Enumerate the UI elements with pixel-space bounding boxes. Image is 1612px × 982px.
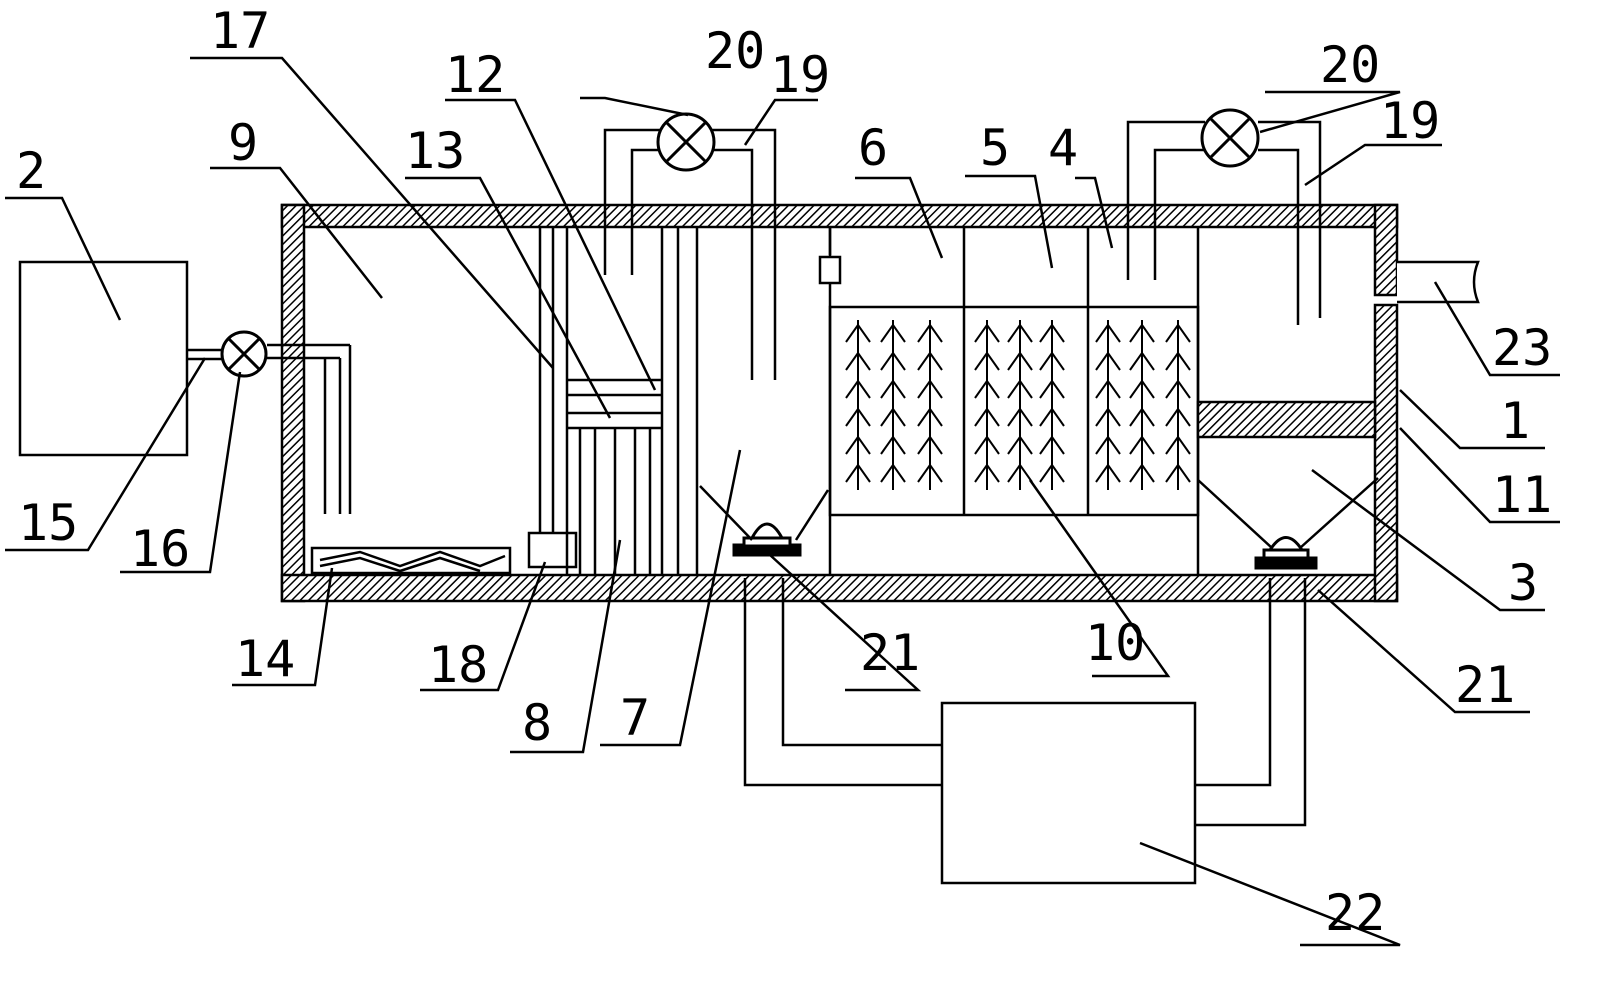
- label-14: 14: [235, 630, 295, 688]
- label-12: 12: [445, 46, 505, 104]
- leader-lines: [5, 56, 1560, 947]
- main-tank: [280, 203, 1399, 603]
- label-21b: 21: [1455, 656, 1515, 714]
- label-8: 8: [522, 694, 552, 752]
- label-2: 2: [16, 142, 46, 200]
- label-18: 18: [428, 636, 488, 694]
- bottom-heater: [310, 546, 512, 575]
- label-1: 1: [1500, 392, 1530, 450]
- inlet-valve-icon: [220, 330, 268, 378]
- label-16: 16: [130, 520, 190, 578]
- label-22: 22: [1325, 884, 1385, 942]
- label-7: 7: [620, 689, 650, 747]
- label-4: 4: [1048, 119, 1078, 177]
- label-15: 15: [18, 494, 78, 552]
- label-17: 17: [210, 2, 270, 60]
- label-20b: 20: [1320, 36, 1380, 94]
- outlet-pipe: [1397, 260, 1480, 304]
- label-5: 5: [980, 119, 1010, 177]
- clean-water-tank: [18, 260, 352, 514]
- label-21a: 21: [860, 624, 920, 682]
- recirculation-loop: [743, 578, 1307, 885]
- gas-pipes: [603, 120, 1322, 380]
- label-13: 13: [405, 122, 465, 180]
- label-19a: 19: [770, 46, 830, 104]
- pumps: [732, 522, 1318, 570]
- label-6: 6: [858, 119, 888, 177]
- label-10: 10: [1085, 614, 1145, 672]
- internal-structure: [527, 227, 1377, 575]
- filter-elements: [845, 319, 1191, 491]
- vent-valve-icon: [656, 108, 1260, 172]
- label-19b: 19: [1380, 92, 1440, 150]
- label-11: 11: [1492, 466, 1552, 524]
- callout-labels: 2 9 17 13 12 20 19 6 5 4 20 19 23 1 11 3…: [16, 2, 1552, 942]
- label-23: 23: [1492, 319, 1552, 377]
- label-9: 9: [228, 114, 258, 172]
- label-20a: 20: [705, 22, 765, 80]
- label-3: 3: [1508, 554, 1538, 612]
